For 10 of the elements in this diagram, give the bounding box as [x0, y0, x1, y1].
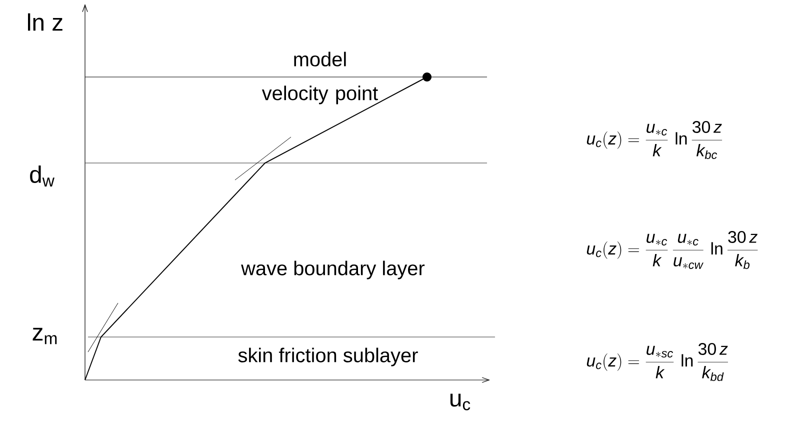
region-label: wave boundary layer	[241, 260, 425, 280]
formula: $u_c(z)=\frac{u_{*sc}}{k}\,\ln\frac{30\,z}{k_{bd}}$	[586, 342, 728, 382]
axis-label: u$_{c}$	[450, 394, 470, 410]
axis-label: z$_{m}$	[32, 328, 57, 344]
point-label: model velocity point	[262, 52, 378, 104]
region-label: skin friction sublayer	[238, 348, 418, 366]
formula: $u_c(z)=\frac{u_{*c}}{k}\,\ln\frac{30\,z}{k_{bc}}$	[586, 120, 722, 160]
axis-label: ln z	[28, 13, 62, 31]
formula: $u_c(z)=\frac{u_{*c}}{k}\,\frac{u_{*c}}{u_{*cw}}\,\ln\frac{30\,z}{k_{b}}$	[586, 230, 758, 270]
axis-label: d$_{w}$	[30, 165, 54, 187]
